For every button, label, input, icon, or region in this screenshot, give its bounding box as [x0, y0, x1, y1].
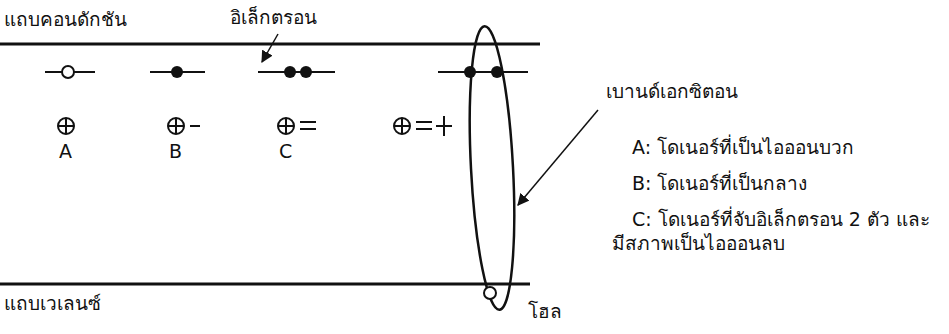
valence-band-line [0, 283, 530, 286]
legend-note: A: โดเนอร์ที่เป็นไอออนบวก [632, 136, 854, 160]
exciton-oval [464, 25, 521, 311]
electron-dot [284, 66, 296, 78]
electron-dot [300, 66, 312, 78]
donor-letter: C [279, 140, 292, 164]
callout-label: โฮล [528, 300, 562, 324]
electron-dot [464, 66, 476, 78]
band-name: แถบคอนดักชัน [4, 8, 127, 32]
hole-circle [484, 287, 496, 299]
leader-arrow [262, 34, 278, 62]
callout-label: อิเล็กตรอน [230, 6, 317, 30]
donor-letter: A [59, 140, 72, 164]
band-name: แถบเวเลนซ์ [4, 292, 101, 316]
legend-note: B: โดเนอร์ที่เป็นกลาง [632, 172, 807, 196]
donor-letter: B [169, 140, 182, 164]
callout-label: เบานด์เอกซิตอน [606, 80, 738, 104]
empty-level [62, 66, 74, 78]
electron-dot [171, 66, 183, 78]
conduction-band-line [0, 43, 540, 46]
leader-arrow [518, 110, 598, 205]
legend-note: C: โดเนอร์ที่จับอิเล็กตรอน 2 ตัว และมีสภ… [612, 208, 930, 256]
